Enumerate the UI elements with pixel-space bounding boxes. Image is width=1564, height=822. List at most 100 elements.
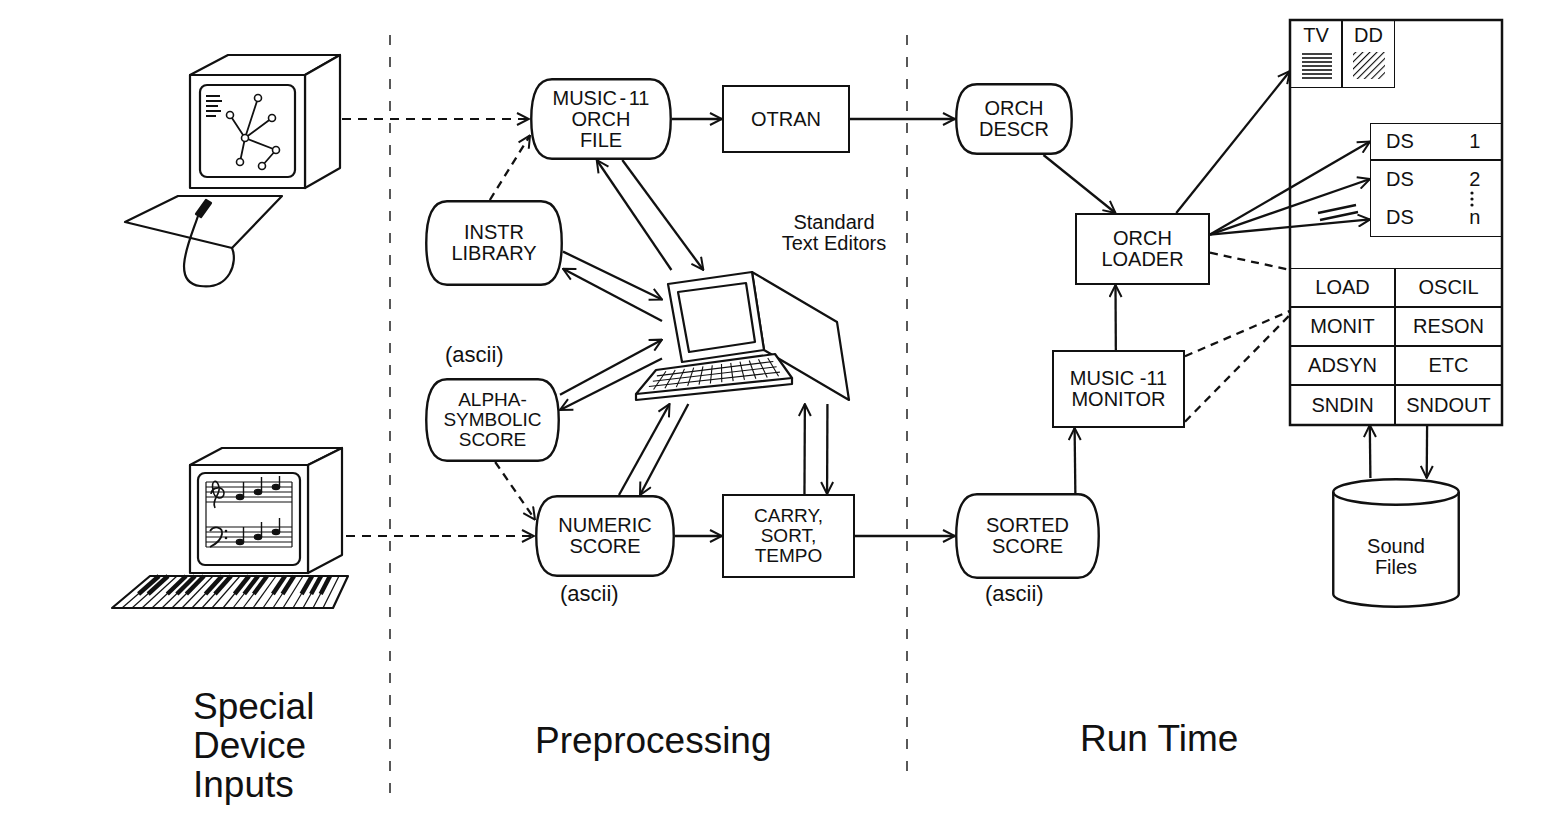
box-label: LOAD (1315, 277, 1369, 298)
display-cell: TV (1290, 20, 1342, 88)
score-workstation (225, 530, 228, 533)
file-node: INSTR LIBRARY (425, 200, 563, 286)
display-cell: DD (1342, 20, 1395, 88)
file-node: SORTED SCORE (955, 493, 1100, 579)
terminal-keys (749, 360, 756, 378)
file-outline (426, 201, 562, 285)
box-label: CARRY, SORT, TEMPO (735, 506, 843, 566)
file-outline (956, 84, 1072, 154)
flow-arrow (1210, 142, 1370, 235)
graphics-workstation (237, 159, 244, 166)
terminal-drawing (668, 272, 764, 362)
process-box: CARRY, SORT, TEMPO (722, 494, 855, 578)
graphics-workstation (206, 96, 222, 116)
module-cell: MONIT (1290, 307, 1395, 346)
format-note: (ascii) (560, 582, 619, 605)
graphics-workstation (206, 100, 222, 102)
score-workstation (311, 576, 321, 594)
score-workstation (236, 476, 279, 545)
graphics-workstation (196, 200, 211, 217)
score-workstation (283, 576, 303, 608)
box-label: SNDOUT (1406, 395, 1490, 416)
section-heading: Preprocessing (535, 722, 772, 761)
box-label: DS n (1386, 207, 1480, 228)
flow-arrow (675, 535, 722, 537)
flow-arrow (597, 160, 672, 270)
score-workstation (210, 527, 222, 547)
box-label: Sound Files (1361, 536, 1431, 578)
score-workstation (172, 576, 204, 608)
graphics-workstation (259, 163, 266, 170)
score-workstation (303, 576, 321, 608)
flow-arrow (640, 404, 688, 495)
device-input-arrow (342, 119, 534, 536)
score-workstation (211, 481, 224, 508)
dashed-connector (495, 462, 535, 520)
box-label: DS 1 (1386, 131, 1480, 152)
file-outline (536, 496, 674, 576)
ellipsis-dots (1470, 191, 1473, 194)
dashed-connector (490, 135, 530, 200)
file-outline (956, 494, 1099, 578)
device-input-arrow (346, 535, 534, 537)
box-label: ORCH DESCR (970, 98, 1058, 140)
score-workstation (112, 576, 348, 608)
module-cell: RESON (1395, 307, 1502, 346)
box-label: OSCIL (1418, 277, 1478, 298)
score-workstation (291, 482, 292, 547)
terminal-keys (699, 366, 703, 384)
box-label: TV (1303, 25, 1329, 46)
terminal-keys (731, 363, 733, 381)
graphics-workstation (242, 135, 249, 142)
terminal-keys (688, 368, 694, 386)
score-workstation (205, 482, 206, 547)
graphics-workstation (255, 95, 262, 102)
score-workstation (283, 576, 295, 594)
score-workstation (243, 482, 244, 497)
file-node: ALPHA- SYMBOLIC SCORE (425, 378, 560, 462)
device-input-arrow (342, 118, 529, 120)
score-workstation (190, 465, 308, 573)
box-label: DD (1354, 25, 1383, 46)
process-box: ORCH LOADER (1075, 213, 1210, 285)
box-label: MUSIC -11 MONITOR (1064, 368, 1174, 410)
file-node: MUSIC - 11 ORCH FILE (530, 78, 672, 160)
flow-arrow (855, 535, 955, 537)
flow-arrow (619, 404, 670, 495)
score-workstation (206, 501, 292, 502)
format-note: (ascii) (985, 582, 1044, 605)
section-heading-anchor: Preprocessing (535, 722, 772, 761)
score-workstation (261, 522, 262, 537)
display-icon (1302, 54, 1332, 78)
process-box: MUSIC -11 MONITOR (1052, 350, 1185, 428)
score-workstation (236, 539, 243, 544)
section-heading: Run Time (1080, 720, 1238, 759)
ellipsis-dots (1470, 191, 1473, 206)
section-divider (906, 35, 908, 780)
box-label: RESON (1413, 316, 1484, 337)
terminal-drawing (678, 283, 755, 352)
format-note-anchor: (ascii) (560, 582, 619, 605)
process-box: OTRAN (722, 85, 850, 153)
score-workstation (273, 576, 294, 608)
box-label: ORCH LOADER (1088, 228, 1198, 270)
score-workstation (293, 576, 312, 608)
terminal-illustration-outline (662, 270, 850, 404)
score-workstation (139, 576, 330, 594)
terminal-keys (676, 369, 684, 387)
terminal-keys (665, 370, 675, 388)
score-workstation (308, 448, 342, 573)
box-label: ADSYN (1308, 355, 1377, 376)
box-label: ETC (1429, 355, 1469, 376)
box-label: NUMERIC SCORE (553, 515, 657, 557)
terminal-caption: Standard Text Editors (775, 212, 893, 254)
format-note-anchor: (ascii) (985, 582, 1044, 605)
score-workstation (254, 534, 261, 539)
score-workstation (215, 576, 231, 594)
graphics-workstation (206, 95, 220, 97)
score-workstation (236, 494, 243, 499)
score-workstation (321, 576, 330, 594)
terminal-drawing (636, 272, 849, 400)
score-workstation (261, 477, 262, 492)
runtime-panel (1290, 20, 1502, 425)
